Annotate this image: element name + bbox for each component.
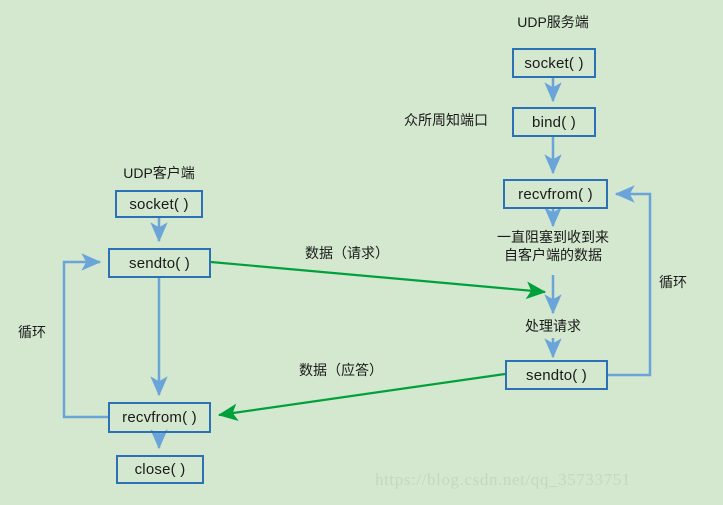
server-block-note-line2: 自客户端的数据 bbox=[504, 247, 602, 263]
data-response-arrow bbox=[217, 372, 506, 422]
server-block-note-line1: 一直阻塞到收到来 bbox=[497, 229, 609, 245]
server-title: UDP服务端 bbox=[517, 14, 589, 30]
server-bind-node[interactable]: bind( ) bbox=[512, 107, 596, 137]
client-title: UDP客户端 bbox=[123, 165, 195, 181]
server-loop-label: 循环 bbox=[659, 274, 687, 290]
client-loop-label: 循环 bbox=[18, 324, 46, 340]
server-sendto-node[interactable]: sendto( ) bbox=[505, 360, 608, 390]
server-recvfrom-node[interactable]: recvfrom( ) bbox=[503, 179, 608, 209]
server-process-request-label: 处理请求 bbox=[525, 318, 581, 334]
data-request-arrow bbox=[210, 260, 547, 300]
server-loop-connector bbox=[608, 185, 652, 377]
client-close-node[interactable]: close( ) bbox=[116, 455, 204, 484]
client-recvfrom-node[interactable]: recvfrom( ) bbox=[108, 402, 211, 433]
client-socket-node[interactable]: socket( ) bbox=[115, 190, 203, 218]
data-request-label: 数据（请求） bbox=[305, 245, 389, 261]
client-loop-connector bbox=[62, 253, 108, 419]
data-response-label: 数据（应答） bbox=[299, 362, 383, 378]
watermark-text: https://blog.csdn.net/qq_35733751 bbox=[375, 470, 631, 489]
server-socket-node[interactable]: socket( ) bbox=[512, 48, 596, 78]
client-sendto-node[interactable]: sendto( ) bbox=[108, 248, 211, 278]
well-known-port-label: 众所周知端口 bbox=[404, 112, 488, 128]
